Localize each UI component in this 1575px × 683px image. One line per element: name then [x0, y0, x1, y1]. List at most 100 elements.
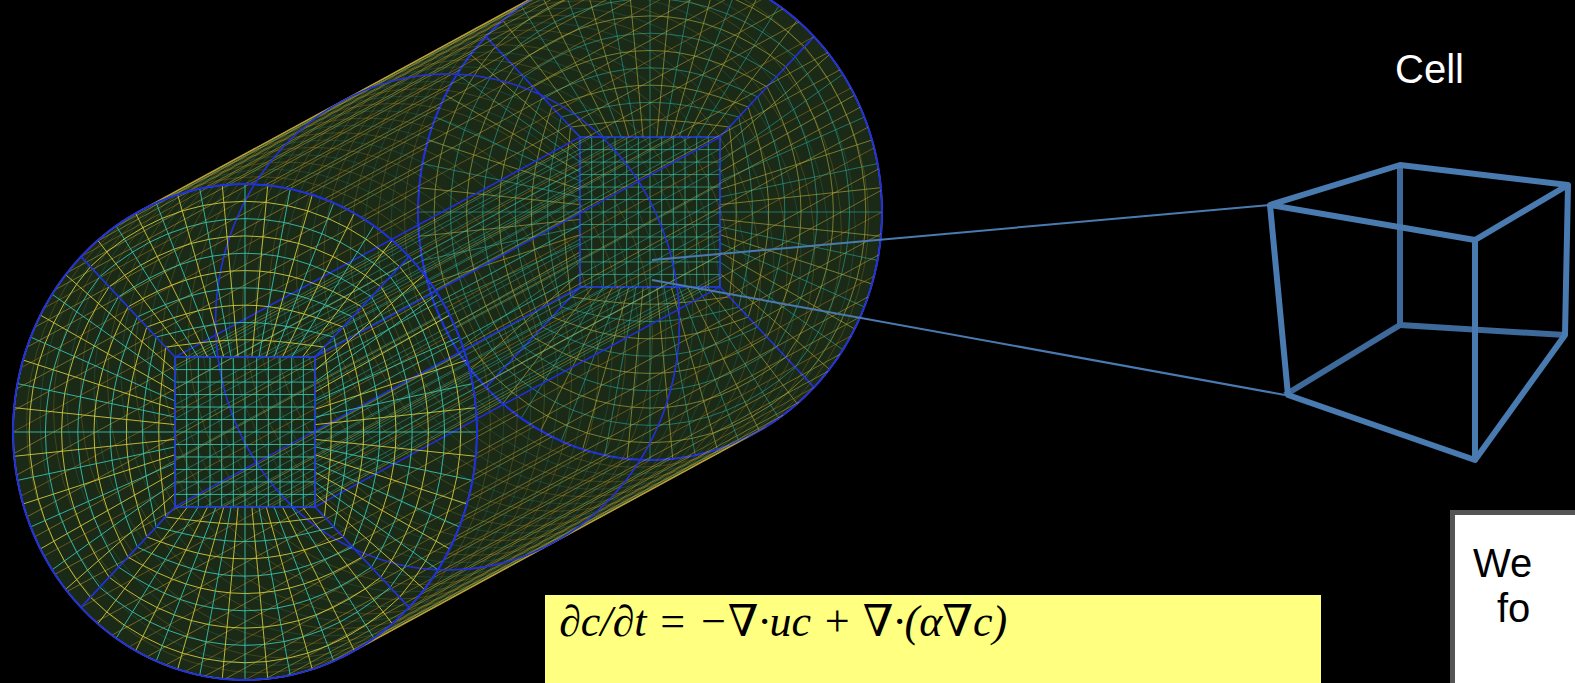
- mesh-line: [650, 0, 651, 137]
- mesh-line: [315, 199, 720, 419]
- mesh-line: [315, 360, 467, 409]
- mesh-line: [200, 507, 231, 675]
- mesh-line: [233, 287, 638, 507]
- mesh-line: [81, 257, 175, 357]
- mesh-line: [708, 137, 709, 287]
- mesh-line: [605, 0, 636, 137]
- mesh-line: [302, 507, 392, 624]
- mesh-line: [315, 315, 450, 392]
- mesh-line: [315, 185, 720, 405]
- mesh-line: [315, 447, 473, 480]
- mesh-line: [315, 408, 476, 425]
- equation: ∂c/∂t = −∇·uc + ∇·(α∇c): [559, 597, 1321, 646]
- mesh-line: [303, 357, 304, 507]
- mesh-line: [175, 357, 315, 507]
- mesh-line: [256, 52, 720, 548]
- mesh-line: [315, 439, 476, 456]
- mesh-line: [216, 74, 680, 570]
- mesh-line: [315, 137, 720, 357]
- mesh-line: [189, 89, 653, 585]
- mesh-line: [266, 507, 312, 669]
- note-text: We fo: [1497, 541, 1569, 631]
- mesh-line: [561, 0, 621, 137]
- mesh-line: [720, 188, 881, 205]
- mesh-line: [564, 120, 736, 304]
- mesh-line: [156, 507, 216, 661]
- mesh-line: [378, 0, 842, 482]
- mesh-line: [135, 118, 599, 614]
- mesh-line: [315, 463, 459, 527]
- mesh-line: [315, 493, 424, 589]
- mesh-line: [285, 137, 690, 357]
- mesh-line: [315, 257, 409, 357]
- mesh-line: [175, 444, 315, 445]
- mesh-line: [13, 184, 477, 680]
- mesh-line: [661, 137, 662, 287]
- mesh-line: [98, 240, 188, 357]
- mesh-line: [225, 0, 630, 185]
- mesh-line: [257, 137, 662, 357]
- mesh-line: [17, 384, 175, 417]
- equation-box: ∂c/∂t = −∇·uc + ∇·(α∇c): [545, 595, 1321, 683]
- mesh-line: [40, 315, 175, 392]
- mesh-line: [315, 384, 473, 417]
- mesh-line: [270, 137, 675, 357]
- mesh-line: [720, 164, 878, 197]
- mesh-line: [178, 195, 224, 357]
- mesh-line: [720, 287, 814, 387]
- mesh-line: [391, 0, 855, 475]
- mesh-line: [175, 481, 315, 482]
- mesh-line: [418, 0, 882, 460]
- mesh-line: [687, 287, 759, 431]
- mesh-line: [175, 239, 580, 459]
- mesh-line: [162, 103, 626, 599]
- mesh-line: [17, 447, 175, 480]
- mesh-line: [98, 507, 188, 624]
- mesh-line: [159, 340, 331, 524]
- mesh-line: [229, 67, 693, 563]
- mesh-line: [175, 287, 580, 507]
- mesh-line: [67, 155, 531, 651]
- mesh-line: [31, 337, 175, 401]
- cube-symbol: [1270, 165, 1568, 460]
- mesh-line: [259, 189, 290, 357]
- mesh-line: [220, 287, 625, 507]
- mesh-line: [605, 287, 636, 455]
- mesh-line: [297, 30, 761, 526]
- leader-line: [652, 205, 1270, 260]
- mesh-line: [81, 507, 175, 607]
- mesh-line: [175, 137, 580, 357]
- cylinder-mesh: [13, 0, 882, 680]
- mesh-line: [13, 184, 477, 680]
- mesh-line: [216, 74, 680, 570]
- mesh-line: [222, 185, 238, 357]
- mesh-line: [81, 257, 175, 357]
- mesh-line: [305, 0, 710, 192]
- mesh-line: [243, 59, 707, 555]
- mesh-line: [324, 15, 788, 511]
- mesh-line: [205, 0, 610, 188]
- mesh-line: [685, 137, 686, 287]
- part-label: Cell: [1395, 47, 1464, 92]
- mesh-line: [256, 357, 257, 507]
- mesh-line: [13, 432, 175, 433]
- mesh-line: [315, 432, 477, 433]
- mesh-line: [136, 213, 208, 357]
- mesh-line: [268, 357, 269, 507]
- mesh-line: [315, 507, 409, 607]
- mesh-line: [707, 20, 797, 137]
- mesh-line: [679, 0, 739, 137]
- note-box: We fo: [1450, 510, 1575, 683]
- mesh-line: [175, 494, 315, 495]
- mesh-line: [580, 212, 720, 213]
- mesh-line: [315, 507, 409, 607]
- mesh-line: [418, 0, 882, 460]
- mesh-line: [81, 507, 175, 607]
- mesh-line: [220, 137, 625, 357]
- mesh-line: [274, 203, 334, 357]
- mesh-line: [720, 95, 855, 172]
- mesh-line: [580, 261, 720, 262]
- mesh-line: [364, 0, 828, 489]
- mesh-line: [14, 408, 175, 425]
